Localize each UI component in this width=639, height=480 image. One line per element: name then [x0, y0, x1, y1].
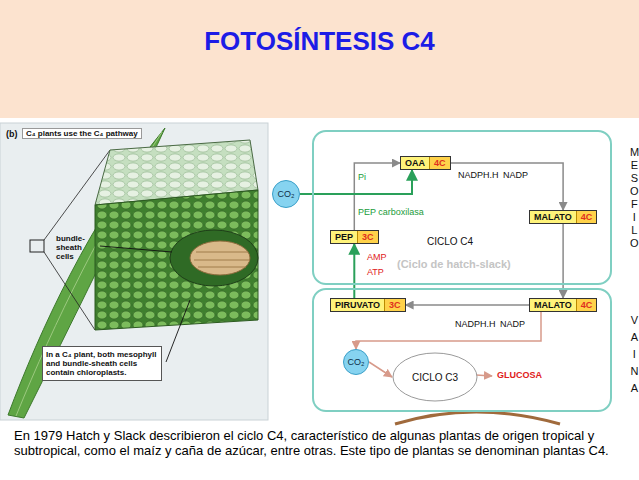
reaction-arrow — [356, 312, 541, 349]
metabolite-name: PIRUVATO — [331, 299, 384, 311]
metabolite-name: MALATO — [530, 211, 576, 223]
cycle-name: CICLO C3 — [412, 372, 458, 383]
metabolite-box: OAA4C — [400, 156, 451, 170]
molecule-name: CO₂ — [348, 357, 365, 367]
reaction-arrow — [369, 362, 392, 377]
co2-circle: CO₂ — [343, 349, 369, 375]
slide-title: FOTOSÍNTESIS C4 — [0, 26, 639, 57]
cofactor: NADPH.H — [458, 170, 499, 180]
cofactor: NADPH.H — [455, 319, 496, 329]
decor-arc — [395, 412, 560, 424]
metabolite-name: MALATO — [530, 299, 576, 311]
product-name: GLUCOSA — [497, 370, 542, 380]
mesophyll-cell: CICLO C4(Ciclo de hatch-slack)MESOFILOOA… — [312, 130, 612, 285]
ellipse-shape — [393, 353, 477, 401]
carbon-count: 4C — [576, 211, 597, 223]
bundle-sheath-cell: VAINAPIRUVATO3CMALATO4CCO₂CICLO C3 — [312, 288, 612, 412]
vein-stripe — [194, 260, 250, 261]
carbon-count: 3C — [357, 231, 378, 243]
inset-square — [30, 240, 44, 252]
cofactor: NADP — [503, 170, 528, 180]
reaction-arrow — [354, 163, 400, 230]
zoom-line — [44, 252, 95, 330]
reaction-arrow — [562, 224, 564, 298]
cycle-subtitle: (Ciclo de hatch-slack) — [397, 258, 511, 270]
metabolite-box: MALATO4C — [529, 298, 597, 312]
part-name: bundle-sheath cells — [56, 234, 96, 261]
metabolite-box: PEP3C — [330, 230, 379, 244]
cofactor: ATP — [367, 267, 384, 277]
product-arrow — [476, 375, 492, 376]
block-front — [95, 190, 258, 330]
carbon-count: 4C — [576, 299, 597, 311]
enzyme-name: PEP carboxilasa — [358, 207, 424, 217]
metabolite-box: MALATO4C — [529, 210, 597, 224]
reaction-arrow — [451, 163, 564, 210]
panel-letter: (b) — [6, 129, 18, 139]
carbon-count: 3C — [384, 299, 405, 311]
reactant: Pi — [358, 172, 366, 182]
leader-line — [166, 300, 190, 362]
vein-stripe — [196, 252, 248, 253]
cofactor: NADP — [500, 319, 525, 329]
co2-circle: CO₂ — [272, 180, 300, 208]
slide-caption: En 1979 Hatch y Slack describieron el ci… — [14, 428, 628, 458]
figure-panel — [0, 123, 268, 420]
callout-note: In a C₄ plant, both mesophyll and bundle… — [42, 346, 162, 381]
vein-stripe — [198, 267, 246, 268]
carbon-count: 4C — [429, 157, 450, 169]
calvin-cycle: CICLO C3 — [392, 352, 478, 402]
panel-heading: C₄ plants use the C₄ pathway — [22, 128, 142, 139]
reaction-arrow — [406, 304, 530, 306]
leader-line — [100, 246, 172, 252]
cycle-name: CICLO C4 — [427, 236, 473, 247]
reaction-arrow — [300, 170, 412, 194]
molecule-name: CO₂ — [278, 189, 295, 199]
vascular-bundle — [190, 241, 250, 275]
metabolite-name: PEP — [331, 231, 357, 243]
cofactor: AMP — [367, 252, 387, 262]
bundle-sheath — [170, 230, 258, 286]
metabolite-name: OAA — [401, 157, 429, 169]
title-band — [0, 0, 639, 118]
vertical-heading: VAINA — [630, 312, 639, 397]
vertical-heading: MESOFILO — [630, 146, 639, 250]
metabolite-box: PIRUVATO3C — [330, 298, 406, 312]
